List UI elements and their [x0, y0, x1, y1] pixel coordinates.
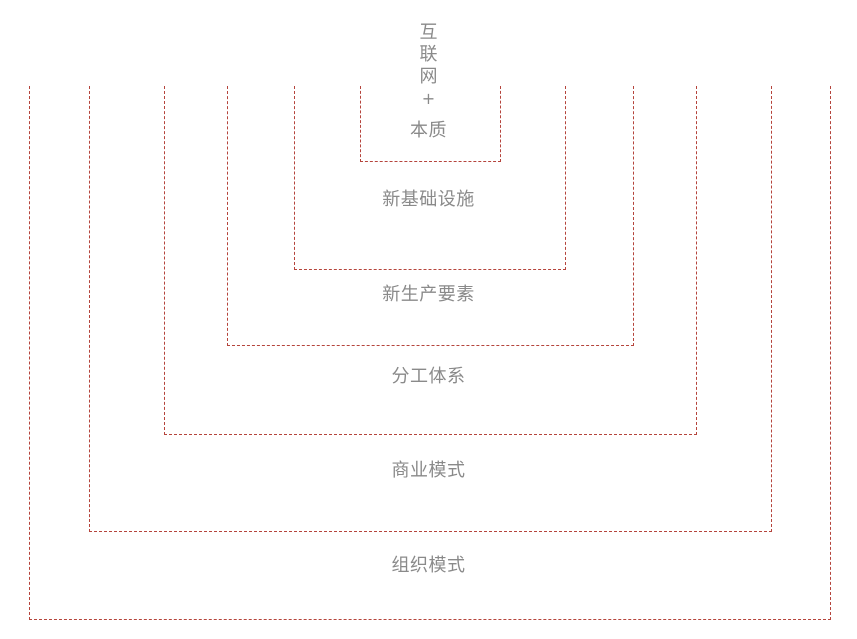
- layer-frame-organization: [29, 86, 831, 620]
- title-plus: +: [421, 89, 436, 108]
- layer-frame-production: [227, 86, 634, 346]
- layer-frame-division: [164, 86, 697, 435]
- layer-label-infrastructure: 新基础设施: [382, 189, 475, 210]
- layer-frame-business: [89, 86, 772, 532]
- layer-label-core: 本质: [410, 120, 447, 141]
- layer-label-business: 商业模式: [391, 460, 466, 481]
- layer-label-production: 新生产要素: [382, 284, 475, 305]
- layer-label-organization: 组织模式: [391, 555, 466, 576]
- title-char-3: 网: [419, 66, 438, 87]
- layer-label-division: 分工体系: [391, 366, 466, 387]
- title-char-1: 互: [419, 22, 438, 43]
- diagram-title: 互 联 网 +: [0, 22, 857, 108]
- title-char-2: 联: [419, 44, 438, 65]
- layer-frame-core: [360, 86, 501, 162]
- layer-frame-infrastructure: [294, 86, 566, 270]
